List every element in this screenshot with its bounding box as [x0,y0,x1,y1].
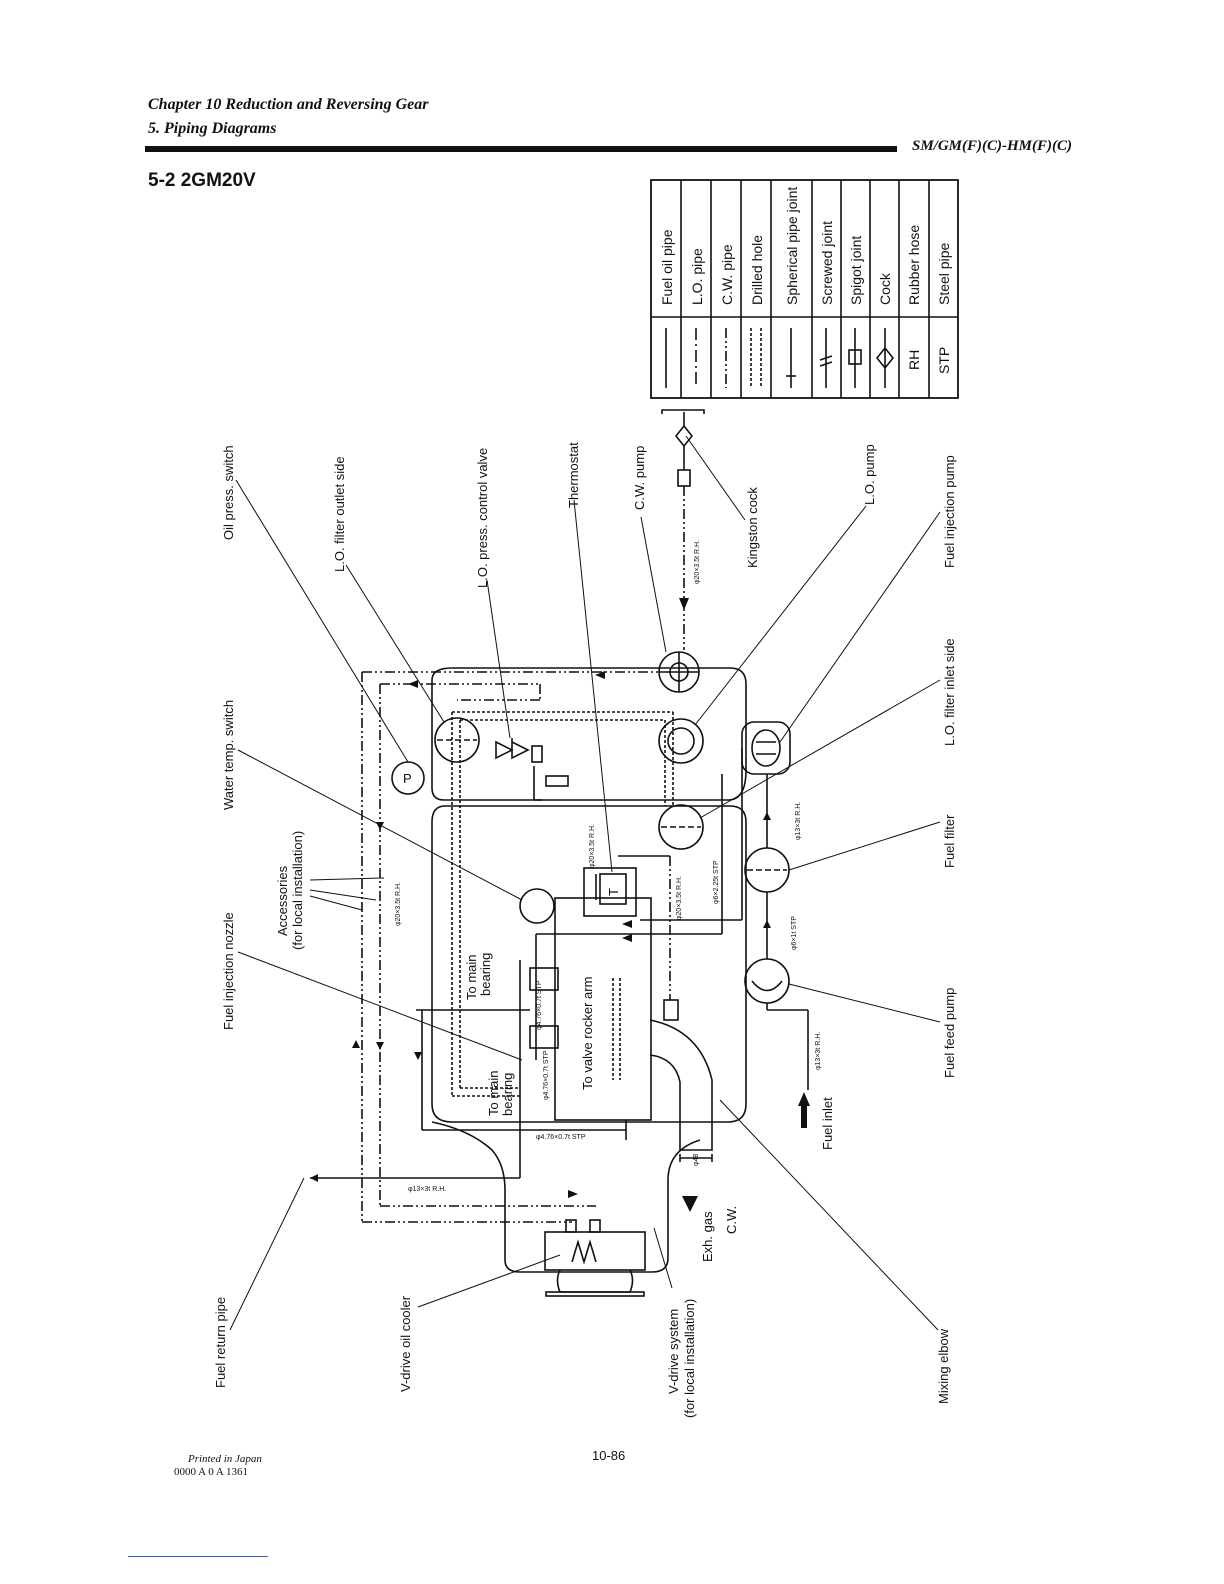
pipe-spec-cw-inlet: φ20×3.5t R.H. [694,540,701,584]
label-exh-gas: Exh. gas [700,1211,715,1262]
pipe-spec-feed: φ13×3t R.H. [815,1032,822,1070]
label-to-main-bearing-2a: To main [486,1070,501,1116]
legend-table [650,179,959,399]
fuel-pipe-system [310,748,809,1179]
label-mixing-elbow: Mixing elbow [936,1328,951,1404]
thermostat-body [599,873,627,905]
chapter-title: Chapter 10 Reduction and Reversing Gear [148,96,429,113]
label-fuel-filter: Fuel filter [942,814,957,868]
pipe-spec-476-c: φ4.76×0.7t STP [536,1134,586,1141]
hull-fitting [661,409,705,414]
label-to-main-bearing-1b: bearing [478,953,493,996]
label-to-main-bearing-2b: bearing [500,1073,515,1116]
label-fuel-return-pipe: Fuel return pipe [213,1297,228,1388]
pipe-spec-accessories: φ20×3.5t R.H. [395,882,402,926]
legend-label-rubber-hose: Rubber hose [906,225,922,305]
lo-drilled-passages [451,711,674,1097]
model-code: SM/GM(F)(C)-HM(F)(C) [912,138,1072,154]
header-rule [145,146,897,152]
label-cw-pump: C.W. pump [632,446,647,510]
legend-label-cock: Cock [877,272,893,305]
legend-symbol-stp: STP [936,347,952,374]
legend-label-fuel-oil-pipe: Fuel oil pipe [659,229,675,305]
label-fuel-feed-pump: Fuel feed pump [942,988,957,1078]
label-water-temp-switch: Water temp. switch [221,700,236,810]
legend-label-spigot-joint: Spigot joint [848,236,864,305]
footer-code: 0000 A 0 A 1361 [174,1466,248,1478]
legend-label-spherical-joint: Spherical pipe joint [784,187,800,305]
label-lo-filter-outlet: L.O. filter outlet side [332,456,347,572]
engine-body [431,667,747,1273]
lo-strainer [658,804,704,850]
label-v-drive-system-note: (for local installation) [682,1299,697,1418]
page-number: 10-86 [592,1448,626,1463]
water-temp-switch [519,888,555,924]
lo-filter [434,717,480,763]
legend-label-lo-pipe: L.O. pipe [689,248,705,305]
section-subtitle: 5. Piping Diagrams [148,120,277,137]
label-fuel-injection-nozzle: Fuel injection nozzle [221,912,236,1030]
pipe-spec-return: φ13×3t R.H. [408,1186,446,1193]
section-title: 5-2 2GM20V [148,170,256,191]
lo-pump [658,718,704,764]
legend-label-screwed-joint: Screwed joint [819,221,835,305]
label-lo-press-control-valve: L.O. press. control valve [475,448,490,588]
label-kingston-cock: Kingston cock [745,487,760,568]
label-to-valve-rocker-arm: To valve rocker arm [580,977,595,1090]
label-fuel-inlet: Fuel inlet [820,1097,835,1150]
legend-label-drilled-hole: Drilled hole [749,235,765,305]
pipe-spec-6x1: φ6×1t STP [791,916,798,950]
flow-arrows [310,598,810,1212]
mixing-elbow-pipe [649,1019,713,1151]
thermostat-letter: T [606,888,621,896]
label-oil-press-switch: Oil press. switch [221,445,236,540]
pipe-spec-filter-in: φ13×3t R.H. [795,802,802,840]
pipe-spec-476-a: φ4.76×0.7t STP [536,980,543,1030]
label-fuel-injection-pump: Fuel injection pump [942,455,957,568]
fuel-feed-pump [744,958,790,1004]
label-cw: C.W. [724,1206,739,1234]
leader-lines [229,435,941,1331]
label-v-drive-system: V-drive system [666,1309,681,1394]
pipe-spec-476-b: φ4.76×0.7t STP [543,1050,550,1100]
pipe-spec-thermostat-a: φ20×3.5t R.H. [676,876,683,920]
kingston-cock [674,424,694,448]
footer-printed: Printed in Japan [188,1453,262,1465]
legend-label-steel-pipe: Steel pipe [936,243,952,305]
label-v-drive-oil-cooler: V-drive oil cooler [398,1295,413,1392]
bottom-link-line [128,1556,268,1557]
v-drive-oil-cooler [544,1231,646,1271]
label-to-main-bearing-1a: To main [464,954,479,1000]
legend-label-cw-pipe: C.W. pipe [719,244,735,305]
label-lo-pump: L.O. pump [862,444,877,505]
pipe-spec-phi48: φ48 [693,1154,700,1166]
label-accessories-note: (for local installation) [290,831,305,950]
label-accessories: Accessories [275,865,290,936]
cw-pipe-system [361,671,660,1223]
press-switch-letter: P [403,771,412,786]
pipe-spec-thermostat-out: φ20×3.5t R.H. [589,824,596,868]
pipe-spec-6x2-25: φ6×2.25t STP [713,860,720,904]
label-thermostat: Thermostat [566,442,581,508]
legend-symbol-rh: RH [906,350,922,370]
label-lo-filter-inlet: L.O. filter inlet side [942,638,957,746]
